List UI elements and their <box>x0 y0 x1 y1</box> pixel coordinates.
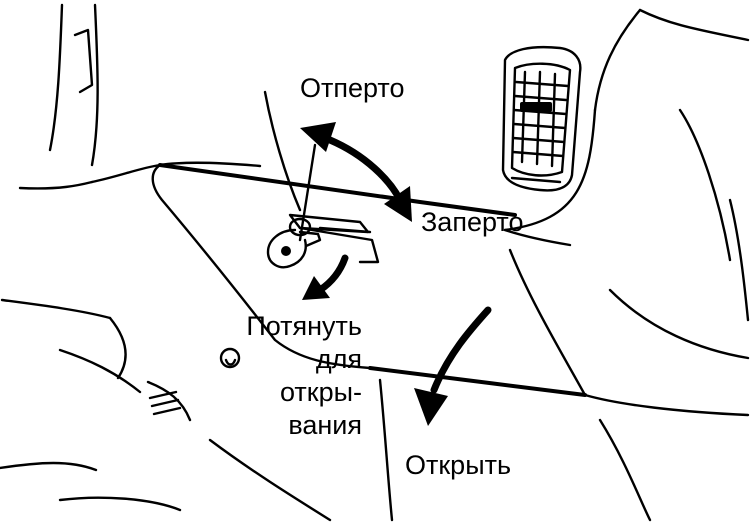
pull-arrow <box>302 254 349 300</box>
key-icon <box>266 228 322 269</box>
label-pull-line3: откры- <box>279 377 362 407</box>
label-pull-line1: Потянуть <box>246 311 362 341</box>
label-pull-line2: для <box>315 344 362 374</box>
right-dashboard <box>58 8 750 522</box>
rotate-arrow <box>300 122 412 222</box>
glovebox-door <box>151 90 587 397</box>
left-dashboard <box>0 3 241 472</box>
label-unlocked: Отперто <box>300 73 405 103</box>
air-vent <box>501 46 582 192</box>
label-pull-to-open: Потянуть для откры- вания <box>214 310 362 442</box>
label-open: Открыть <box>405 450 512 480</box>
label-locked: Заперто <box>421 207 524 237</box>
lock-handle <box>288 213 380 264</box>
label-pull-line4: вания <box>288 410 362 440</box>
open-arrow <box>414 306 492 426</box>
